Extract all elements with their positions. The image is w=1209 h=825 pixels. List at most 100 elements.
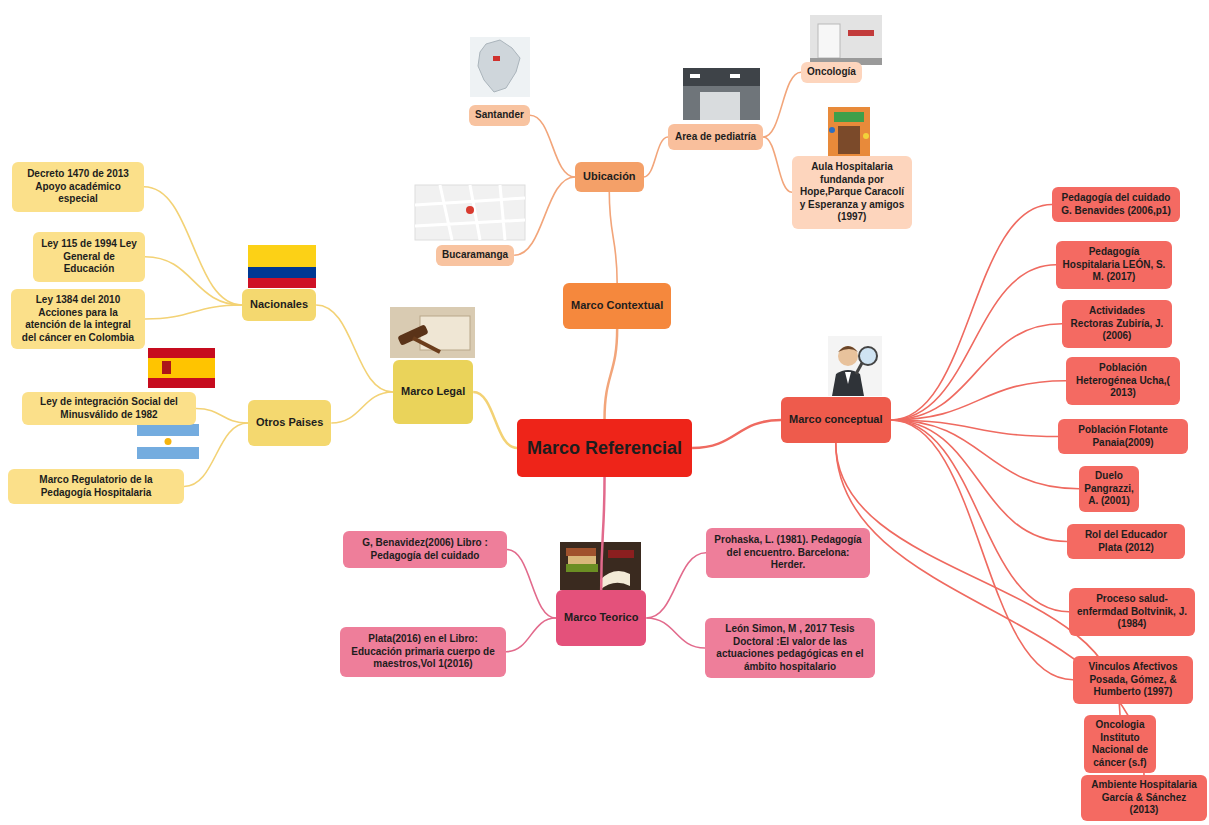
topic-text: Ubicación (583, 170, 636, 184)
topic-box: Marco conceptual (781, 397, 891, 443)
topic-box: Rol del Educador Plata (2012) (1067, 524, 1185, 559)
argentina-flag (137, 424, 199, 459)
person-head (838, 346, 858, 366)
branch-curve (145, 305, 242, 319)
magnifier-glass (859, 347, 877, 365)
topic-box: Marco Legal (393, 360, 473, 424)
topic-text: Ley de integración Social del Minusválid… (28, 396, 190, 421)
topic-box: Ubicación (575, 162, 644, 192)
topic-box: Aula Hospitalaria fundanda por Hope,Parq… (792, 156, 912, 229)
topic-text: Plata(2016) en el Libro: Educación prima… (348, 633, 498, 671)
photo-book (568, 556, 596, 564)
map-streets (415, 185, 525, 240)
branch-line (184, 423, 248, 487)
gavel-photo (390, 307, 475, 358)
topic-box: Plata(2016) en el Libro: Educación prima… (340, 627, 506, 677)
topic-text: G, Benavidez(2006) Libro : Pedagogía del… (351, 537, 499, 562)
branch-line (144, 187, 242, 305)
branch-curve (692, 420, 781, 448)
branch-line (692, 420, 781, 448)
branch-line (506, 618, 556, 652)
map-pin (466, 206, 474, 214)
topic-text: Actividades Rectoras Zubiría, J. (2006) (1068, 305, 1166, 343)
classroom-photo (828, 107, 870, 157)
flag-stripe (248, 267, 316, 278)
topic-text: Otros Paises (256, 416, 323, 430)
topic-text: León Simon, M , 2017 Tesis Doctoral :El … (713, 623, 867, 673)
map-ground (415, 185, 525, 240)
magnifier-man (828, 336, 882, 396)
branch-line (605, 329, 618, 419)
topic-box: Proceso salud-enfermdad Boltvinik, J. (1… (1069, 588, 1195, 636)
topic-box: Decreto 1470 de 2013 Apoyo académico esp… (12, 162, 144, 212)
topic-text: Marco Regulatorio de la Pedagogía Hospit… (14, 474, 178, 499)
topic-box: Prohaska, L. (1981). Pedagogía del encue… (706, 528, 870, 578)
topic-box: Ley 115 de 1994 Ley General de Educación (33, 232, 145, 282)
country-shape (478, 40, 520, 92)
photo-book (566, 564, 598, 572)
person-hair (838, 346, 858, 352)
gavel-handle (413, 338, 440, 352)
flag-stripe (248, 245, 316, 267)
region-mark (493, 56, 500, 61)
person-suit (832, 370, 864, 396)
branch-line (763, 137, 792, 192)
branch-curve (644, 137, 668, 177)
branch-line (891, 420, 1069, 612)
photo-decoration (863, 133, 869, 139)
branch-curve (646, 618, 705, 648)
branch-curve (601, 477, 604, 590)
branch-curve (891, 265, 1056, 420)
colombia-flag (248, 245, 316, 288)
flag-stripe (148, 378, 215, 388)
photo-sign (848, 30, 874, 36)
central-topic: Marco Referencial (517, 419, 692, 477)
branch-line (145, 305, 242, 319)
topic-box: Oncología (801, 62, 862, 83)
topic-box: Oncologia Instituto Nacional de cáncer (… (1084, 715, 1156, 773)
branch-curve (891, 420, 1069, 612)
branch-line (609, 192, 617, 283)
flag-stripe (148, 348, 215, 358)
topic-text: Vinculos Afectivos Posada, Gómez, & Humb… (1079, 661, 1187, 699)
branch-curve (184, 423, 248, 487)
branch-line (331, 392, 393, 423)
topic-text: Marco Teorico (564, 611, 638, 625)
topic-text: Ley 115 de 1994 Ley General de Educación (39, 238, 139, 276)
branch-line (891, 265, 1056, 420)
topic-box: León Simon, M , 2017 Tesis Doctoral :El … (705, 618, 875, 678)
branch-curve (609, 192, 617, 283)
branch-curve (530, 115, 575, 177)
branch-line (145, 257, 242, 305)
topic-text: Ley 1384 del 2010 Acciones para la atenc… (17, 294, 139, 344)
branch-line (891, 420, 1067, 542)
topic-text: Pedagogía Hospitalaria LEÓN, S. M. (2017… (1062, 246, 1166, 284)
photo-book (566, 548, 596, 556)
topic-text: Oncología (807, 66, 856, 79)
branch-line (514, 177, 575, 255)
topic-box: Ambiente Hospitalaria García & Sánchez (… (1081, 775, 1207, 821)
person-shirt (845, 372, 851, 384)
branch-curve (891, 205, 1052, 421)
photo-floor (700, 92, 740, 120)
topic-box: Pedagogía del cuidado G. Benavides (2006… (1052, 187, 1180, 222)
photo-light (690, 74, 700, 78)
branch-line (316, 305, 393, 392)
branch-line (891, 324, 1062, 420)
branch-line (644, 137, 668, 177)
topic-box: Población Flotante Panaia(2009) (1058, 419, 1188, 454)
branch-line (646, 618, 705, 648)
branch-curve (196, 409, 248, 424)
topic-box: Nacionales (242, 289, 316, 321)
photo-door (838, 126, 860, 154)
branch-curve (507, 550, 556, 619)
topic-box: Ley de integración Social del Minusválid… (22, 392, 196, 425)
photo-decoration (829, 127, 835, 133)
topic-text: Población Heterogénea Ucha,( 2013) (1072, 362, 1174, 400)
topic-box: Otros Paises (248, 400, 331, 446)
flag-emblem (162, 361, 171, 374)
photo-banner (834, 112, 864, 122)
branch-line (646, 553, 706, 618)
topic-box: Area de pediatría (668, 124, 763, 150)
